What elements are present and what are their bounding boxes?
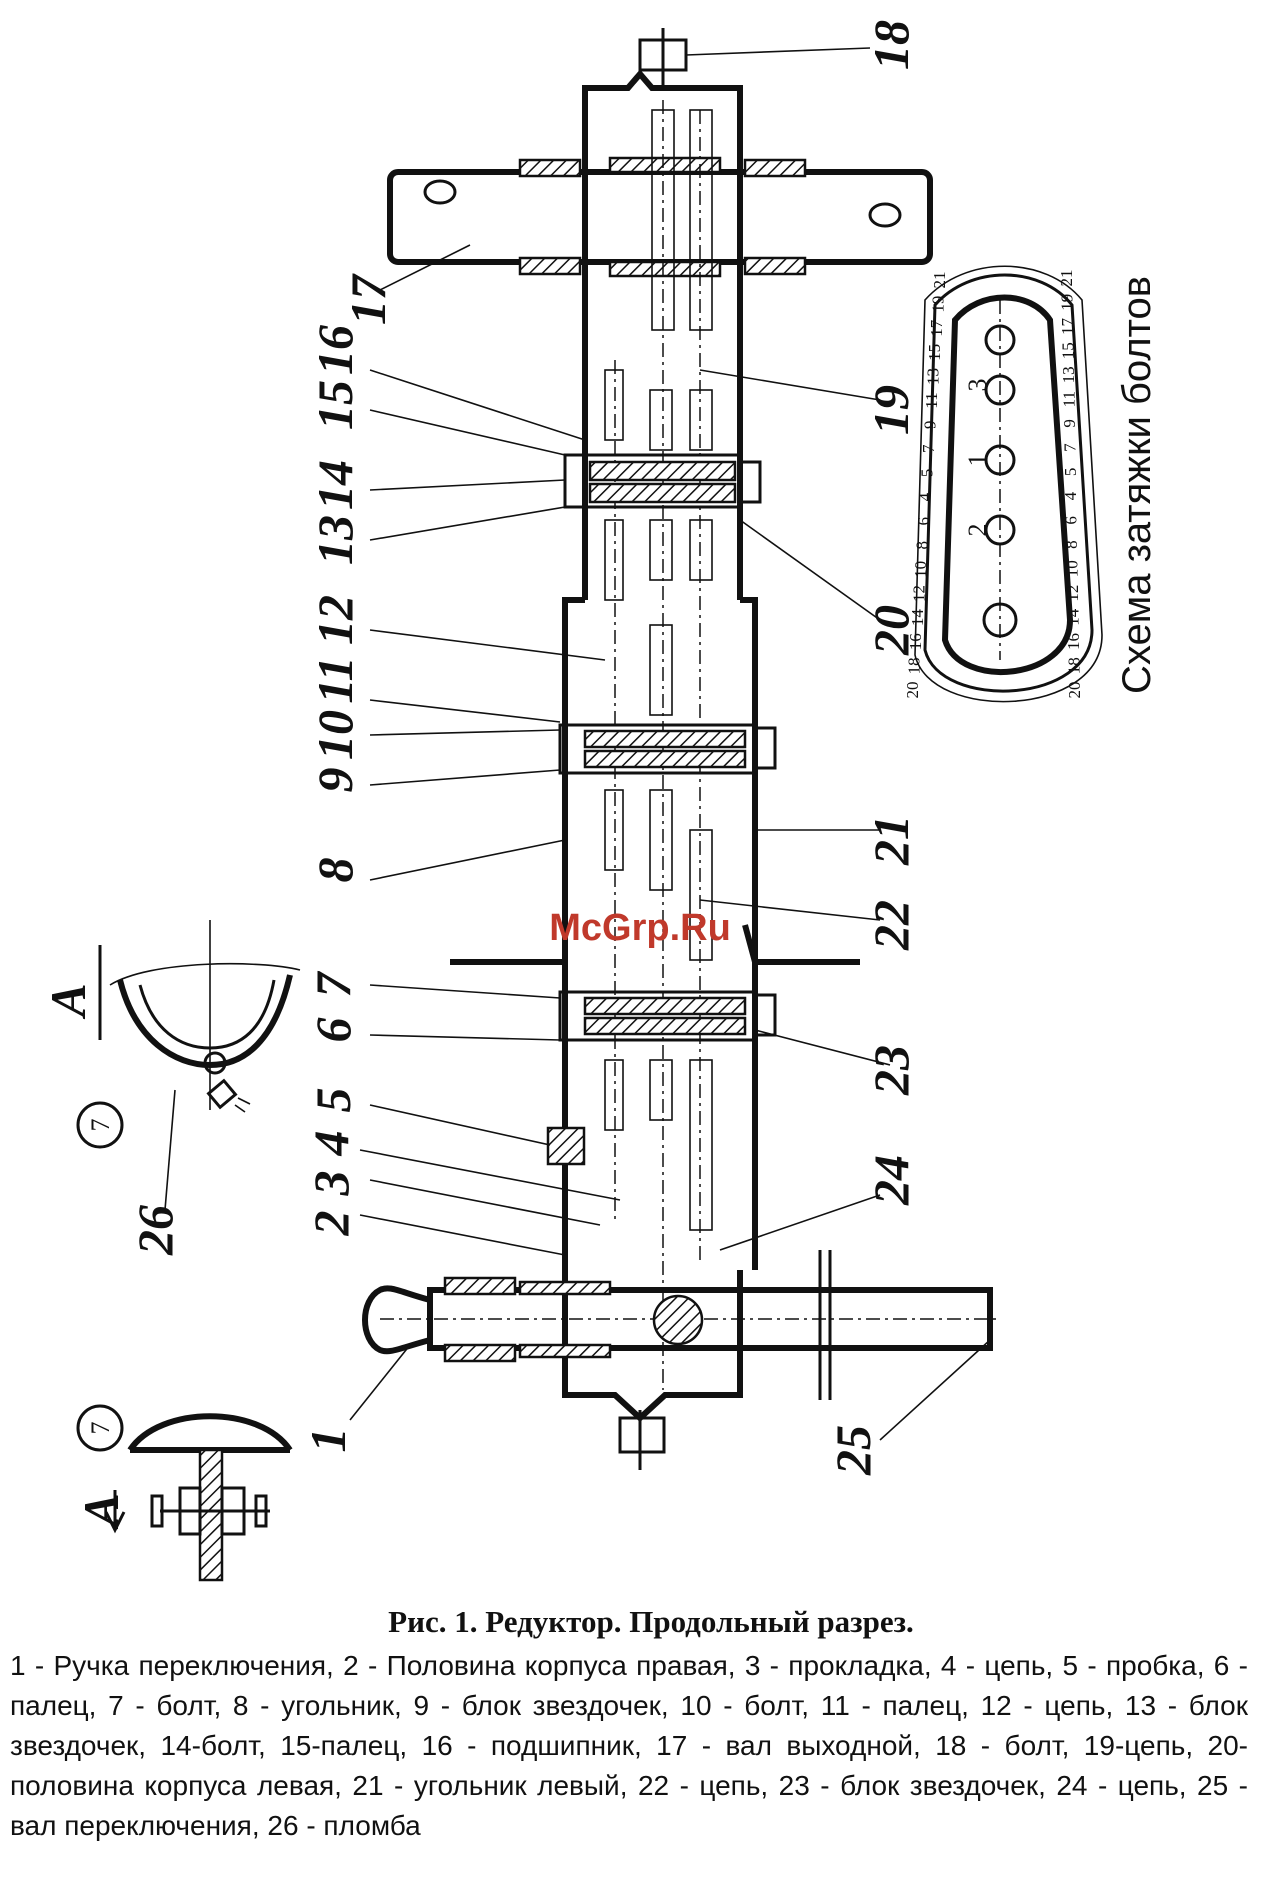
section-circle-bottom-label: 7 [86,1422,115,1435]
sprocket-block-middle [558,723,777,775]
callout-14: 14 [307,460,363,510]
bolt-tightening-schematic [914,265,1103,703]
callout-15: 15 [307,380,363,430]
sequence-inner-number-0: 21 [930,272,949,289]
callout-20: 20 [863,605,919,656]
sequence-outer-number-13: 12 [1063,585,1082,602]
sequence-inner-number-2: 17 [927,319,946,337]
sequence-inner-number-8: 5 [917,469,936,478]
callout-17: 17 [340,273,396,325]
sequence-inner-number-10: 6 [914,517,933,526]
watermark: McGrp.Ru [549,907,731,949]
sequence-outer-number-7: 7 [1060,443,1079,452]
sequence-inner-number-9: 4 [916,492,935,501]
callout-1: 1 [300,1428,356,1453]
sequence-inner-number-3: 15 [925,344,944,361]
callout-12: 12 [307,595,363,645]
callout-25: 25 [825,1425,881,1476]
section-circle-top [76,1101,124,1149]
sprocket-block-upper [563,453,762,509]
bottom-bolt [618,1410,666,1470]
section-a-view [109,920,301,1113]
schematic-bolt-2: 2 [963,524,992,537]
gearbox-drawing: 7 7 A A 1 2 3 4 5 6 7 8 9 1 [40,20,1159,1582]
schematic-bolt-1: 1 [963,454,992,467]
sequence-inner-number-12: 10 [911,561,930,578]
sequence-inner-number-17: 20 [903,682,922,699]
sequence-outer-number-12: 10 [1063,560,1082,577]
figure-caption: Рис. 1. Редуктор. Продольный разрез. 1 -… [0,1604,1262,1846]
callout-leaders [164,47,991,1441]
sequence-inner-number-15: 16 [906,633,925,650]
callout-6: 6 [305,1018,361,1043]
section-letter: A [40,983,96,1019]
caption-legend: 1 - Ручка переключения, 2 - Половина кор… [10,1650,1248,1841]
callout-2: 2 [303,1211,359,1237]
callout-4: 4 [303,1131,359,1157]
section-a-bolt-view [104,1413,293,1582]
callout-9: 9 [307,768,363,793]
sequence-outer-number-17: 20 [1065,682,1084,699]
callout-13: 13 [307,515,363,565]
sequence-inner-number-16: 18 [905,657,924,674]
sequence-outer-number-11: 8 [1062,540,1081,549]
callout-24: 24 [863,1155,919,1206]
sequence-outer-number-15: 16 [1064,633,1083,650]
plug [546,1126,586,1166]
sequence-inner-number-5: 11 [922,392,941,408]
sequence-outer-number-2: 17 [1058,318,1077,336]
sequence-outer-number-3: 15 [1058,342,1077,359]
sequence-outer-number-10: 6 [1062,516,1081,525]
sequence-inner-number-6: 9 [921,420,940,429]
sequence-outer-number-5: 11 [1059,391,1078,407]
callout-7: 7 [305,971,361,998]
callout-23: 23 [863,1045,919,1096]
sprocket-block-lower [558,990,777,1042]
callout-19: 19 [863,385,919,435]
sequence-outer-number-9: 4 [1061,491,1080,500]
schematic-bolt-3: 3 [963,379,992,392]
chains [604,100,713,1390]
sequence-outer-number-1: 19 [1058,294,1077,311]
section-circle-bottom [76,1404,124,1452]
callout-5: 5 [305,1088,361,1113]
callout-21: 21 [863,815,919,866]
caption-title: Рис. 1. Редуктор. Продольный разрез. [388,1604,914,1639]
sequence-outer-number-6: 9 [1060,419,1079,428]
output-shaft [387,156,933,278]
sequence-inner-number-13: 12 [909,585,928,602]
tightening-sequence-inner: 21 19 17 15 13 11 9 7 5 4 6 8 10 12 14 16 18 20 [903,272,949,699]
sequence-outer-number-4: 13 [1059,366,1078,383]
sequence-outer-number-14: 14 [1064,608,1083,626]
callout-22: 22 [863,900,919,951]
callout-16: 16 [307,325,363,375]
sequence-inner-number-1: 19 [928,296,947,313]
schematic-title: Схема затяжки болтов [1115,276,1159,694]
callout-11: 11 [307,656,363,703]
sequence-outer-number-8: 5 [1061,468,1080,477]
callout-3: 3 [303,1171,359,1197]
sequence-outer-number-16: 18 [1065,657,1084,674]
sequence-inner-number-14: 14 [908,609,927,627]
sequence-inner-number-7: 7 [919,444,938,453]
sequence-inner-number-4: 13 [924,368,943,385]
sequence-outer-number-0: 21 [1057,270,1076,287]
section-arrow-label: A [73,1493,129,1529]
callout-8: 8 [307,858,363,883]
tightening-sequence-outer: 21 19 17 15 13 11 9 7 5 4 6 8 10 12 14 16 18 20 [1057,270,1084,699]
callout-18: 18 [863,20,919,70]
callout-10: 10 [307,710,363,760]
section-circle-top-label: 7 [86,1119,115,1132]
sequence-inner-number-11: 8 [913,541,932,550]
selector-handle [362,1285,433,1355]
callout-26: 26 [127,1205,183,1256]
selector-shaft [380,1250,1000,1400]
